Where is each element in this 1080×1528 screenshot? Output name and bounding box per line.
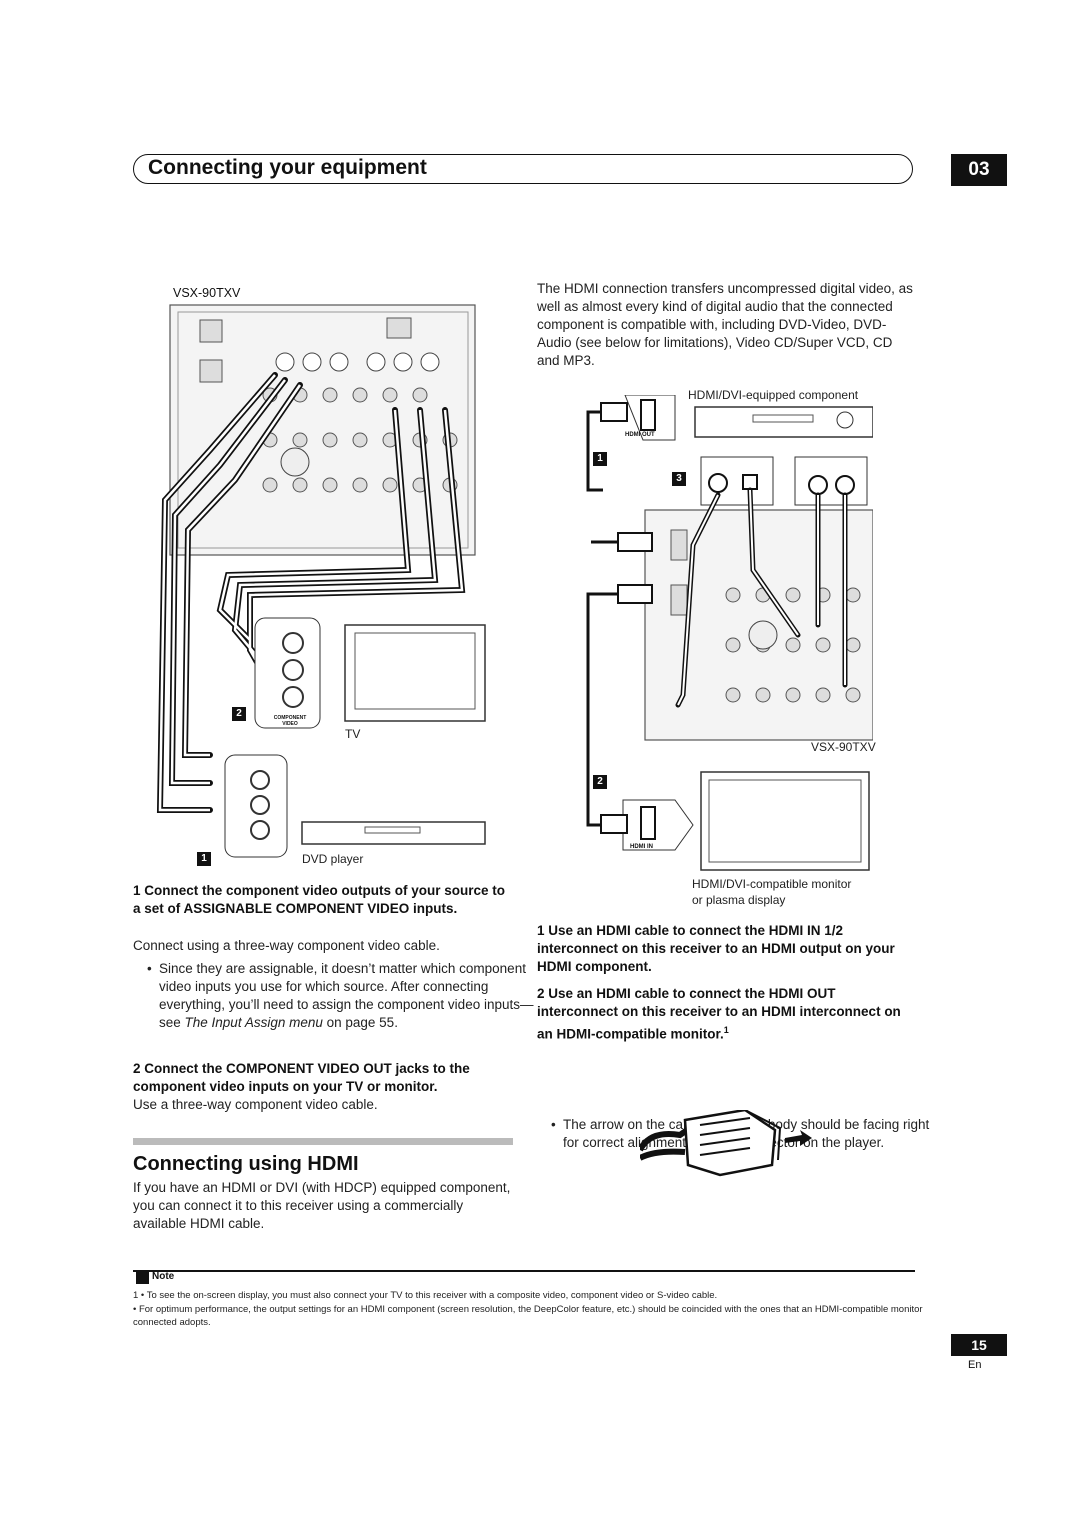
note-icon bbox=[136, 1272, 149, 1284]
left-step1-heading: 1 Connect the component video outputs of… bbox=[133, 883, 506, 916]
hdmi-intro-text: The HDMI connection transfers uncompress… bbox=[537, 281, 913, 368]
receiver-model-label-right: VSX-90TXV bbox=[811, 740, 876, 754]
section-title-hdmi: Connecting using HDMI bbox=[133, 1153, 359, 1175]
page-title: Connecting your equipment bbox=[148, 156, 427, 179]
monitor-label-line1: HDMI/DVI-compatible monitor bbox=[692, 877, 852, 891]
dvd-player-label: DVD player bbox=[302, 852, 364, 866]
hdmi-section-body: If you have an HDMI or DVI (with HDCP) e… bbox=[133, 1180, 511, 1231]
right-step2-heading: 2 Use an HDMI cable to connect the HDMI … bbox=[537, 986, 901, 1042]
note-divider bbox=[133, 1270, 915, 1272]
receiver-model-label: VSX-90TXV bbox=[173, 286, 241, 300]
language-code: En bbox=[968, 1359, 982, 1371]
component-video-diagram bbox=[156, 304, 486, 858]
footnote-2: • For optimum performance, the output se… bbox=[133, 1304, 923, 1328]
step-badge-1-right: 1 bbox=[593, 452, 607, 466]
hdmi-out-jack-label: HDMI OUT bbox=[625, 432, 655, 438]
left-step1-bullet: Since they are assignable, it doesn’t ma… bbox=[133, 960, 539, 1032]
page-number: 15 bbox=[951, 1334, 1007, 1356]
header-bar bbox=[133, 154, 913, 184]
step-badge-3-right: 3 bbox=[672, 472, 686, 486]
footnote-1: 1 • To see the on-screen display, you mu… bbox=[133, 1290, 718, 1301]
step-badge-1-left: 1 bbox=[197, 852, 211, 866]
left-step2-body: Use a three-way component video cable. bbox=[133, 1097, 378, 1112]
section-divider bbox=[133, 1138, 513, 1145]
hdmi-plug-illustration bbox=[640, 1110, 812, 1177]
step-badge-2-left: 2 bbox=[232, 707, 246, 721]
note-heading: Note bbox=[152, 1271, 175, 1282]
hdmi-in-jack-label: HDMI IN bbox=[630, 844, 653, 850]
tv-label: TV bbox=[345, 727, 361, 741]
hdmi-connection-diagram bbox=[586, 395, 873, 871]
left-step2-heading: 2 Connect the COMPONENT VIDEO OUT jacks … bbox=[133, 1061, 470, 1094]
right-step1-heading: 1 Use an HDMI cable to connect the HDMI … bbox=[537, 923, 895, 974]
step-badge-2-right: 2 bbox=[593, 775, 607, 789]
hdmi-component-label: HDMI/DVI-equipped component bbox=[688, 388, 859, 402]
chapter-number: 03 bbox=[951, 154, 1007, 186]
monitor-label-line2: or plasma display bbox=[692, 893, 786, 907]
tv-component-video-label: COMPONENT VIDEO bbox=[273, 715, 307, 727]
left-step1-body: Connect using a three-way component vide… bbox=[133, 938, 440, 953]
